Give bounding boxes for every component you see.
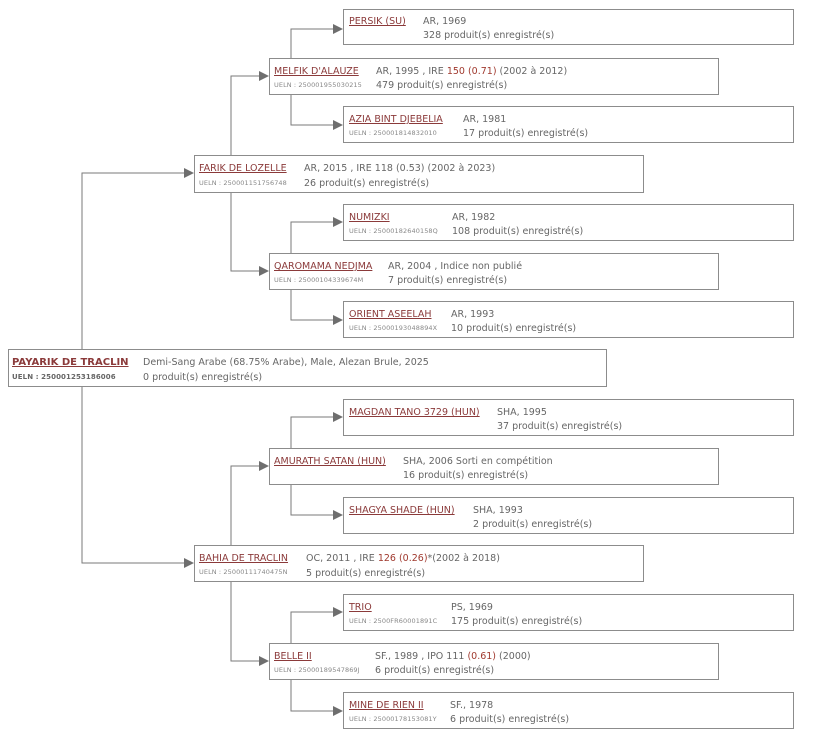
- horse-card-sire-sire: MELFIK D'ALAUZE UELN : 250001955030215 A…: [269, 58, 719, 95]
- connector-dam-dam: [230, 582, 269, 666]
- horse-info: AR, 2015 , IRE 118 (0.53) (2002 à 2023): [304, 163, 496, 174]
- ueln-label: UELN : 2500FR60001891C: [349, 617, 438, 625]
- horse-card-sire-dam-sire: NUMIZKI UELN : 25000182640158Q AR, 1982 …: [343, 204, 794, 241]
- horse-name-link[interactable]: QAROMAMA NEDJMA: [274, 261, 373, 272]
- connector-sd-s: [290, 217, 343, 253]
- horse-info: SHA, 1993: [473, 505, 523, 516]
- connector-dam-sire: [230, 461, 269, 545]
- horse-name-link[interactable]: NUMIZKI: [349, 212, 390, 223]
- ueln-label: UELN : 25000182640158Q: [349, 227, 438, 235]
- horse-name-link[interactable]: AZIA BINT DJEBELIA: [349, 114, 443, 125]
- horse-info: AR, 1981: [463, 114, 507, 125]
- horse-info: AR, 2004 , Indice non publié: [388, 261, 523, 272]
- horse-info: Demi-Sang Arabe (68.75% Arabe), Male, Al…: [143, 357, 429, 368]
- horse-info: OC, 2011 , IRE 126 (0.26)*(2002 à 2018): [306, 553, 500, 564]
- connector-main-sire: [81, 168, 194, 350]
- ueln-label: UELN : 250001955030215: [274, 81, 362, 89]
- horse-card-sire-dam: QAROMAMA NEDJMA UELN : 25000104339674M A…: [269, 253, 719, 290]
- ire-index: 126 (0.26): [377, 553, 428, 564]
- ipo-index: (0.61): [467, 651, 497, 662]
- info-text: SF., 1989 , IPO 111: [375, 651, 468, 662]
- horse-card-main: PAYARIK DE TRACLIN UELN : 25000125318600…: [8, 349, 607, 387]
- horse-name-link[interactable]: MINE DE RIEN II: [349, 700, 424, 711]
- info-period: (2002 à 2012): [496, 66, 568, 77]
- horse-info: SHA, 1995: [497, 407, 547, 418]
- produits-count: 17 produit(s) enregistré(s): [463, 128, 589, 139]
- horse-card-dam-dam-sire: TRIO UELN : 2500FR60001891C PS, 1969 175…: [343, 594, 794, 631]
- connector-ss-s: [290, 24, 343, 58]
- produits-count: 16 produit(s) enregistré(s): [403, 470, 529, 481]
- horse-name-link[interactable]: BELLE II: [274, 651, 312, 662]
- ueln-label: UELN : 25000178153081Y: [349, 715, 437, 723]
- ueln-label: UELN : 25000193048894X: [349, 324, 438, 332]
- horse-name-link[interactable]: PAYARIK DE TRACLIN: [12, 357, 129, 368]
- produits-count: 108 produit(s) enregistré(s): [452, 226, 584, 237]
- produits-count: 6 produit(s) enregistré(s): [375, 665, 495, 676]
- horse-name-link[interactable]: PERSIK (SU): [349, 16, 406, 27]
- horse-card-dam-dam: BELLE II UELN : 25000189547869J SF., 198…: [269, 643, 719, 680]
- connector-dd-d: [290, 680, 343, 716]
- ueln-label: UELN : 250001253186006: [12, 373, 116, 381]
- produits-count: 37 produit(s) enregistré(s): [497, 421, 623, 432]
- produits-count: 6 produit(s) enregistré(s): [450, 714, 570, 725]
- horse-info: AR, 1969: [423, 16, 467, 27]
- connector-ss-d: [290, 95, 343, 130]
- produits-count: 26 produit(s) enregistré(s): [304, 178, 430, 189]
- connector-ds-s: [290, 412, 343, 448]
- horse-name-link[interactable]: MELFIK D'ALAUZE: [274, 66, 359, 77]
- horse-card-dam-sire-sire: MAGDAN TANO 3729 (HUN) SHA, 1995 37 prod…: [343, 399, 794, 436]
- connector-main-dam: [81, 387, 194, 568]
- horse-info: PS, 1969: [451, 602, 493, 613]
- horse-card-sire-dam-dam: ORIENT ASEELAH UELN : 25000193048894X AR…: [343, 301, 794, 338]
- produits-count: 5 produit(s) enregistré(s): [306, 568, 426, 579]
- horse-name-link[interactable]: ORIENT ASEELAH: [349, 309, 432, 320]
- produits-count: 175 produit(s) enregistré(s): [451, 616, 583, 627]
- ueln-label: UELN : 250001151756748: [199, 179, 287, 187]
- produits-count: 479 produit(s) enregistré(s): [376, 80, 508, 91]
- horse-name-link[interactable]: SHAGYA SHADE (HUN): [349, 505, 455, 516]
- ueln-label: UELN : 25000104339674M: [274, 276, 364, 284]
- connector-ds-d: [290, 485, 343, 520]
- horse-name-link[interactable]: AMURATH SATAN (HUN): [274, 456, 386, 467]
- produits-count: 0 produit(s) enregistré(s): [143, 372, 263, 383]
- horse-card-dam-sire-dam: SHAGYA SHADE (HUN) SHA, 1993 2 produit(s…: [343, 497, 794, 534]
- ueln-label: UELN : 25000189547869J: [274, 666, 360, 674]
- connector-sire-dam: [230, 192, 269, 276]
- horse-info: SF., 1978: [450, 700, 494, 711]
- horse-info: SHA, 2006 Sorti en compétition: [403, 456, 553, 467]
- horse-card-sire-sire-dam: AZIA BINT DJEBELIA UELN : 25000181483201…: [343, 106, 794, 143]
- info-period: (2000): [496, 651, 531, 662]
- info-period: *(2002 à 2018): [427, 553, 500, 564]
- ire-index: 150 (0.71): [446, 66, 497, 77]
- horse-name-link[interactable]: BAHIA DE TRACLIN: [199, 553, 289, 564]
- horse-info: SF., 1989 , IPO 111 (0.61) (2000): [375, 651, 531, 662]
- info-text: OC, 2011 , IRE: [306, 553, 378, 564]
- connector-dd-s: [290, 607, 343, 643]
- ueln-label: UELN : 25000111740475N: [199, 568, 288, 576]
- horse-info: AR, 1993: [451, 309, 495, 320]
- horse-card-dam: BAHIA DE TRACLIN UELN : 25000111740475N …: [194, 545, 644, 582]
- connector-sire-sire: [230, 71, 269, 155]
- horse-card-sire: FARIK DE LOZELLE UELN : 250001151756748 …: [194, 155, 644, 193]
- horse-card-dam-sire: AMURATH SATAN (HUN) SHA, 2006 Sorti en c…: [269, 448, 719, 485]
- connector-sd-d: [290, 290, 343, 325]
- horse-name-link[interactable]: MAGDAN TANO 3729 (HUN): [349, 407, 480, 418]
- produits-count: 328 produit(s) enregistré(s): [423, 30, 555, 41]
- produits-count: 7 produit(s) enregistré(s): [388, 275, 508, 286]
- horse-card-dam-dam-dam: MINE DE RIEN II UELN : 25000178153081Y S…: [343, 692, 794, 729]
- horse-name-link[interactable]: FARIK DE LOZELLE: [199, 163, 287, 174]
- horse-info: AR, 1995 , IRE 150 (0.71) (2002 à 2012): [376, 66, 567, 77]
- horse-name-link[interactable]: TRIO: [349, 602, 372, 613]
- info-text: AR, 1995 , IRE: [376, 66, 447, 77]
- horse-card-sire-sire-sire: PERSIK (SU) AR, 1969 328 produit(s) enre…: [343, 9, 794, 45]
- produits-count: 2 produit(s) enregistré(s): [473, 519, 593, 530]
- produits-count: 10 produit(s) enregistré(s): [451, 323, 577, 334]
- ueln-label: UELN : 250001814832010: [349, 129, 437, 137]
- horse-info: AR, 1982: [452, 212, 496, 223]
